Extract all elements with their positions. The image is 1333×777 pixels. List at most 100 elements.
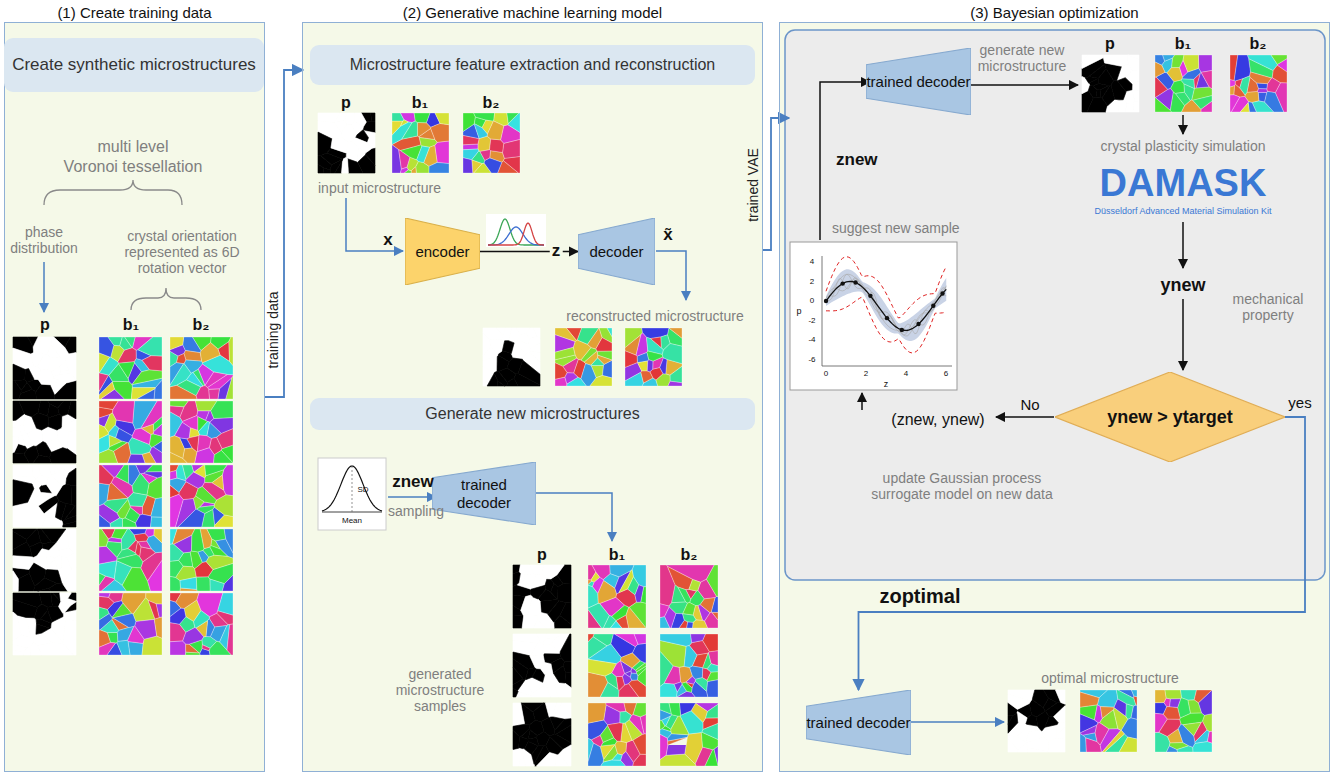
illustration-part [600, 682, 619, 697]
illustration-part [546, 634, 563, 638]
illustration-part [60, 362, 69, 372]
illustration-part [620, 711, 631, 723]
illustration-part [175, 422, 191, 439]
illustration-part [1094, 705, 1102, 723]
illustration-part [1182, 299, 1184, 370]
illustration-part [392, 113, 404, 121]
phase-map [13, 593, 76, 655]
illustration-part [154, 380, 162, 399]
illustration-part [1201, 70, 1212, 88]
illustration-part [117, 626, 133, 641]
illustration-part [916, 322, 920, 326]
illustration-part [668, 737, 688, 745]
tick-label: p [796, 306, 801, 316]
illustration-part [170, 608, 186, 624]
illustration-part [531, 493, 612, 541]
illustration-part [39, 465, 52, 478]
illustration-part [472, 160, 482, 173]
node-text-box: trained decoder [806, 690, 911, 755]
node-label: ynew > ytarget [1107, 407, 1233, 428]
illustration-part [1230, 95, 1240, 112]
channel-label: b₁ [609, 546, 625, 564]
illustration-part [660, 720, 665, 729]
illustration-part [44, 180, 182, 205]
illustration-part [1121, 718, 1137, 739]
illustration-part [853, 280, 857, 284]
illustration-part [72, 486, 76, 506]
panel-heading-box: (3) Bayesian optimization [779, 4, 1330, 22]
illustration-part [99, 529, 108, 547]
illustration-part [45, 569, 62, 583]
illustration-part [429, 162, 449, 173]
illustration-part [36, 624, 50, 635]
illustration-part [170, 544, 184, 561]
illustration-part [631, 668, 637, 673]
illustration-part [513, 634, 540, 643]
note-text: crystal orientation represented as 6D ro… [107, 228, 257, 276]
shape-fill [405, 218, 480, 285]
illustration-part [170, 465, 179, 472]
illustration-part [1131, 705, 1137, 719]
illustration-part [302, 22, 763, 772]
illustration-part [555, 328, 576, 342]
illustration-part [683, 603, 696, 616]
illustration-part [1257, 89, 1267, 93]
illustration-part [606, 703, 626, 712]
illustration-part [118, 348, 136, 364]
illustration-part [13, 542, 32, 557]
edge-label: trained VAE [746, 146, 761, 224]
illustration-part [128, 540, 137, 553]
illustration-part [656, 251, 686, 300]
illustration-part [62, 419, 76, 431]
channel-label: b₂ [681, 546, 698, 564]
illustration-part [13, 427, 22, 437]
illustration-part [690, 666, 703, 679]
illustration-part [474, 117, 485, 127]
math-symbol: (znew, ynew) [891, 411, 984, 429]
illustration-part [521, 703, 544, 712]
note-text: No [1020, 396, 1039, 413]
illustration-part [123, 518, 137, 527]
phase-map [1082, 55, 1139, 112]
illustration-part [536, 752, 556, 766]
illustration-part [840, 281, 844, 285]
panel-frame [302, 22, 763, 772]
illustration-part [18, 389, 36, 399]
orientation-map [660, 703, 718, 766]
illustration-part [633, 734, 646, 754]
illustration-part [1163, 707, 1180, 720]
illustration-part [647, 351, 663, 361]
illustration-part [322, 466, 382, 511]
illustration-part [614, 634, 637, 647]
illustration-part [1193, 96, 1212, 110]
logo-text: DAMASK [1100, 162, 1267, 206]
note-text: crystal plasticity simulation [1101, 138, 1266, 154]
illustration-part [1045, 716, 1058, 727]
phase-map [13, 401, 76, 463]
illustration-part [202, 482, 226, 499]
orientation-map [463, 113, 520, 173]
illustration-part [229, 337, 233, 365]
gaussian-process-plot [822, 256, 952, 366]
illustration-part [133, 401, 157, 429]
illustration-part [183, 337, 201, 353]
node-text-box: decoder [578, 218, 655, 285]
illustration-part [1086, 738, 1102, 752]
node-label: trained decoder [432, 476, 536, 511]
illustration-part [99, 337, 114, 357]
illustration-part [1128, 55, 1139, 59]
illustration-part [503, 328, 512, 341]
panel-ground [4, 22, 1330, 772]
phase-map [13, 337, 76, 399]
illustration-part [689, 579, 701, 591]
illustration-part [132, 428, 151, 444]
illustration-part [1271, 55, 1287, 64]
illustration-part [177, 353, 186, 363]
illustration-part [99, 373, 109, 392]
gp-plot-frame [790, 242, 957, 390]
illustration-part [1265, 91, 1284, 112]
illustration-part [178, 509, 205, 527]
orientation-map [392, 113, 449, 173]
note-text: multi level [97, 138, 168, 156]
illustration-part [1080, 692, 1099, 707]
